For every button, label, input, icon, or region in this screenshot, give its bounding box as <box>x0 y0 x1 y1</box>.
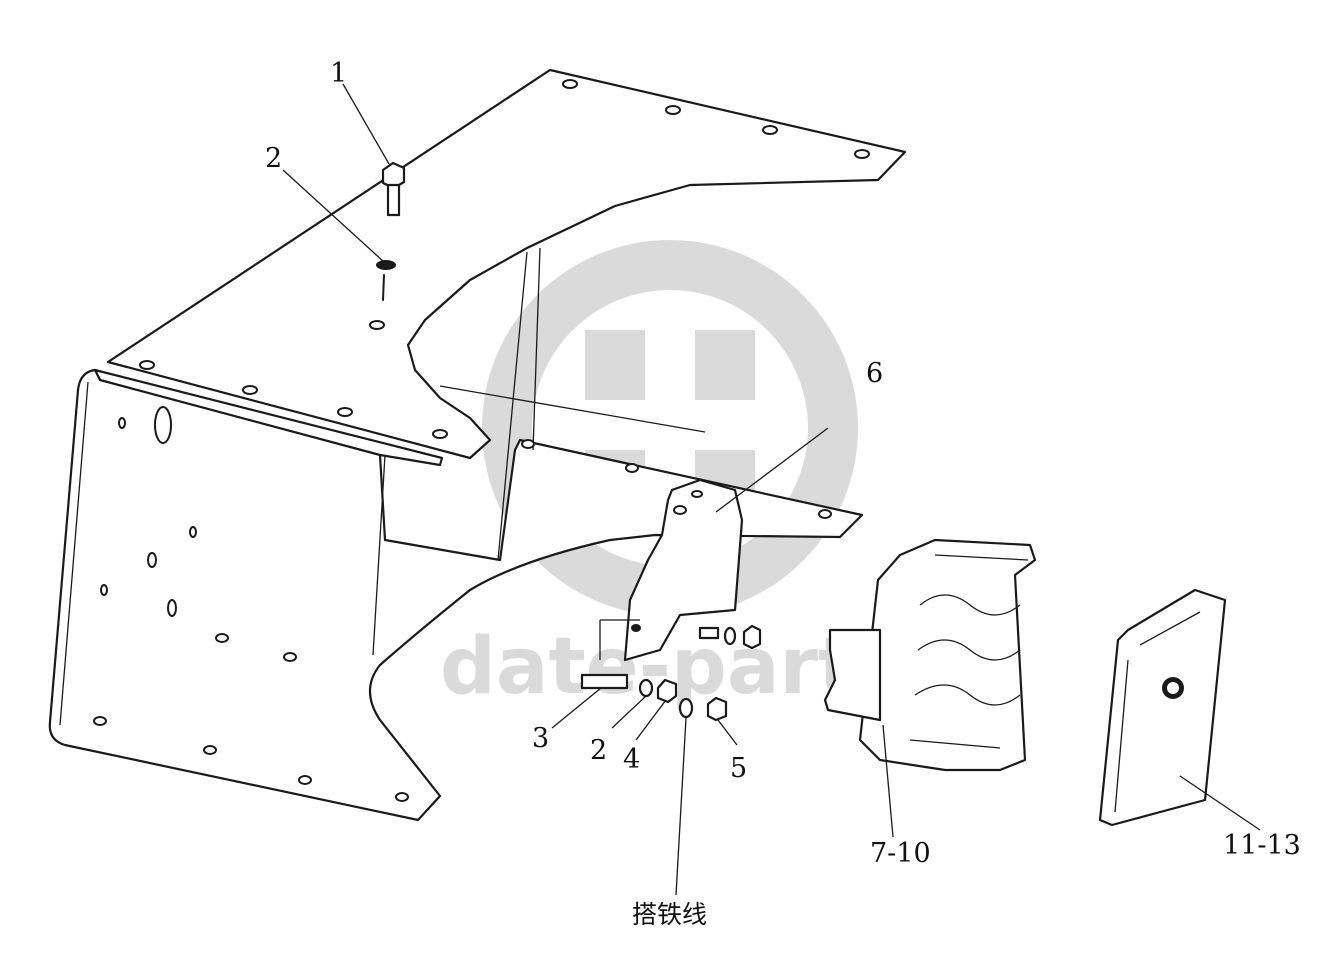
leader-2 <box>611 695 647 729</box>
relay-box <box>823 538 1037 772</box>
leader-4 <box>635 699 667 741</box>
callout-11-13: 11-13 <box>1223 830 1301 861</box>
main-panel <box>48 68 907 822</box>
leader-11-13 <box>1179 775 1261 831</box>
callout-2-top: 2 <box>265 143 282 174</box>
callout-7-10: 7-10 <box>870 838 931 869</box>
leader-2-top <box>282 169 385 263</box>
leader-7-10 <box>882 724 894 838</box>
leader-1 <box>342 83 390 165</box>
callout-2: 2 <box>590 735 607 766</box>
callout-4: 4 <box>623 744 640 775</box>
leader-ground-wire <box>675 717 687 896</box>
leader-5 <box>717 719 738 746</box>
top-bolt <box>376 161 406 301</box>
callout-1: 1 <box>330 58 347 89</box>
leader-6 <box>715 427 829 513</box>
leader-3 <box>551 687 602 729</box>
label-ground-wire: 搭铁线 <box>632 900 707 929</box>
mounting-bracket <box>599 478 744 662</box>
callout-6: 6 <box>866 358 883 389</box>
cover <box>1098 588 1227 827</box>
callout-3: 3 <box>532 723 549 754</box>
callout-5: 5 <box>730 753 747 784</box>
hardware-stack <box>580 624 762 722</box>
